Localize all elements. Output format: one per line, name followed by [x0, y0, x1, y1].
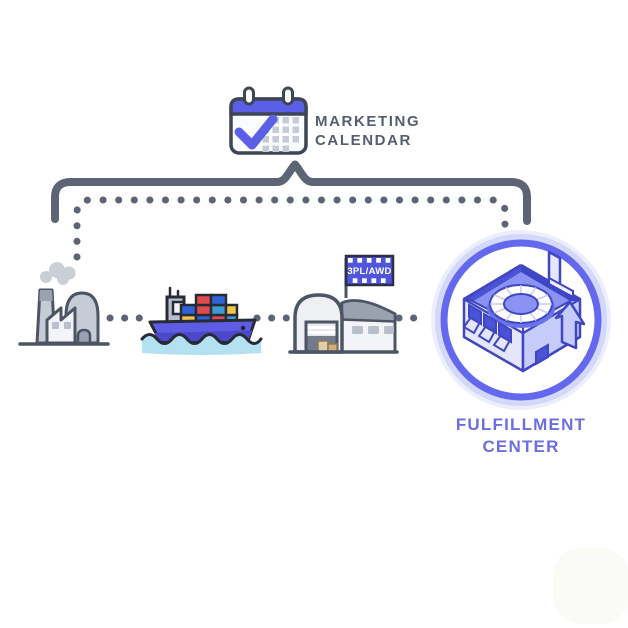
warehouse-window: [352, 326, 363, 334]
diverter-arm: [548, 276, 574, 299]
door-stripe: [307, 331, 336, 334]
marketing-calendar-label-line2: CALENDAR: [315, 132, 412, 149]
calendar-ring-left: [243, 86, 255, 106]
warehouse-window: [384, 326, 394, 334]
chimney-band: [39, 290, 53, 301]
warehouse-icon: 3PL/AWD: [288, 254, 399, 354]
brace-connector: [51, 160, 531, 225]
up-arrow-icon: [554, 300, 586, 350]
3pl-awd-flag: 3PL/AWD: [344, 254, 395, 287]
calendar-header-band: [229, 97, 308, 116]
calendar-check-icon: [229, 86, 308, 155]
water-wave-line: [140, 333, 263, 345]
warehouse-roof-band: [340, 299, 397, 323]
checkmark-icon: [234, 114, 278, 150]
fulfillment-center-label-line2: CENTER: [482, 437, 560, 456]
calendar-dotted-drop-lines: [73, 196, 509, 261]
loading-docks: [462, 303, 512, 353]
factory-icon: [18, 262, 110, 346]
smoke-puffs: [40, 262, 76, 285]
cargo-containers: [179, 293, 239, 325]
dome-door: [76, 328, 92, 345]
carousel-conveyor-ring: [489, 284, 553, 324]
ring-ticks: [490, 285, 552, 323]
circle-outer-glow: [431, 230, 611, 410]
door-stripe: [307, 326, 336, 329]
fulfillment-center-icon: [431, 230, 611, 410]
cargo-ship-icon: [140, 286, 263, 355]
flag-checker-pattern: [348, 258, 391, 283]
marketing-calendar-label: MARKETING CALENDAR: [315, 112, 420, 150]
factory-window: [52, 322, 59, 329]
warehouse-window: [368, 326, 379, 334]
ship-porthole: [240, 325, 246, 331]
circle-halo: [435, 234, 607, 406]
marketing-calendar-label-line1: MARKETING: [315, 113, 421, 130]
right-wall-doorway: [535, 343, 549, 366]
isometric-building: [462, 250, 586, 373]
flag-label: 3PL/AWD: [347, 266, 391, 277]
factory-window: [64, 322, 71, 329]
calendar-ring-right: [282, 86, 294, 106]
watermark-shape: [553, 548, 628, 624]
fulfillment-center-label: FULFILLMENT CENTER: [411, 414, 628, 458]
fulfillment-center-label-line1: FULFILLMENT: [455, 415, 587, 434]
